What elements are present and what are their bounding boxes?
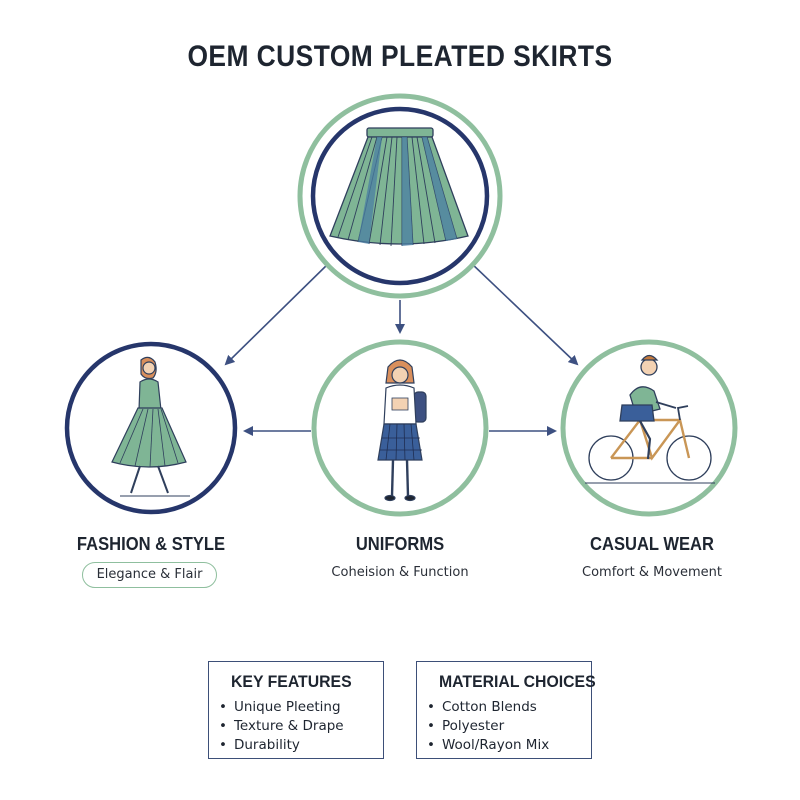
pleated-skirt-icon xyxy=(329,127,469,247)
key-features-list: Unique Pleeting Texture & Drape Durabili… xyxy=(219,698,383,755)
list-item: Unique Pleeting xyxy=(219,698,383,717)
key-features-box: KEY FEATURES Unique Pleeting Texture & D… xyxy=(208,661,384,759)
list-item: Cotton Blends xyxy=(427,698,591,717)
page-title: OEM CUSTOM PLEATED SKIRTS xyxy=(187,40,613,73)
category-title-fashion: FASHION & STYLE xyxy=(76,534,226,554)
casual-circle xyxy=(560,339,738,517)
material-choices-list: Cotton Blends Polyester Wool/Rayon Mix xyxy=(427,698,591,755)
material-choices-title: MATERIAL CHOICES xyxy=(439,672,596,691)
list-item: Durability xyxy=(219,736,383,755)
category-title-uniforms: UNIFORMS xyxy=(355,534,445,554)
schoolgirl-uniform-icon xyxy=(377,359,427,502)
category-title-casual: CASUAL WEAR xyxy=(590,534,714,554)
list-item: Polyester xyxy=(427,717,591,736)
person-on-bicycle-icon xyxy=(585,354,715,484)
arrow-center-to-fashion xyxy=(224,261,331,366)
center-circle xyxy=(297,93,503,299)
list-item: Wool/Rayon Mix xyxy=(427,736,591,755)
category-subtitle-casual: Comfort & Movement xyxy=(582,565,722,580)
woman-walking-in-skirt-icon xyxy=(111,356,190,497)
material-choices-box: MATERIAL CHOICES Cotton Blends Polyester… xyxy=(416,661,596,759)
category-subtitle-uniforms: Coheision & Function xyxy=(331,565,469,580)
key-features-title: KEY FEATURES xyxy=(231,672,352,691)
uniforms-circle xyxy=(311,339,489,517)
list-item: Texture & Drape xyxy=(219,717,383,736)
fashion-circle xyxy=(64,341,238,515)
arrow-center-to-casual xyxy=(469,261,579,366)
category-subtitle-fashion: Elegance & Flair xyxy=(82,562,217,588)
